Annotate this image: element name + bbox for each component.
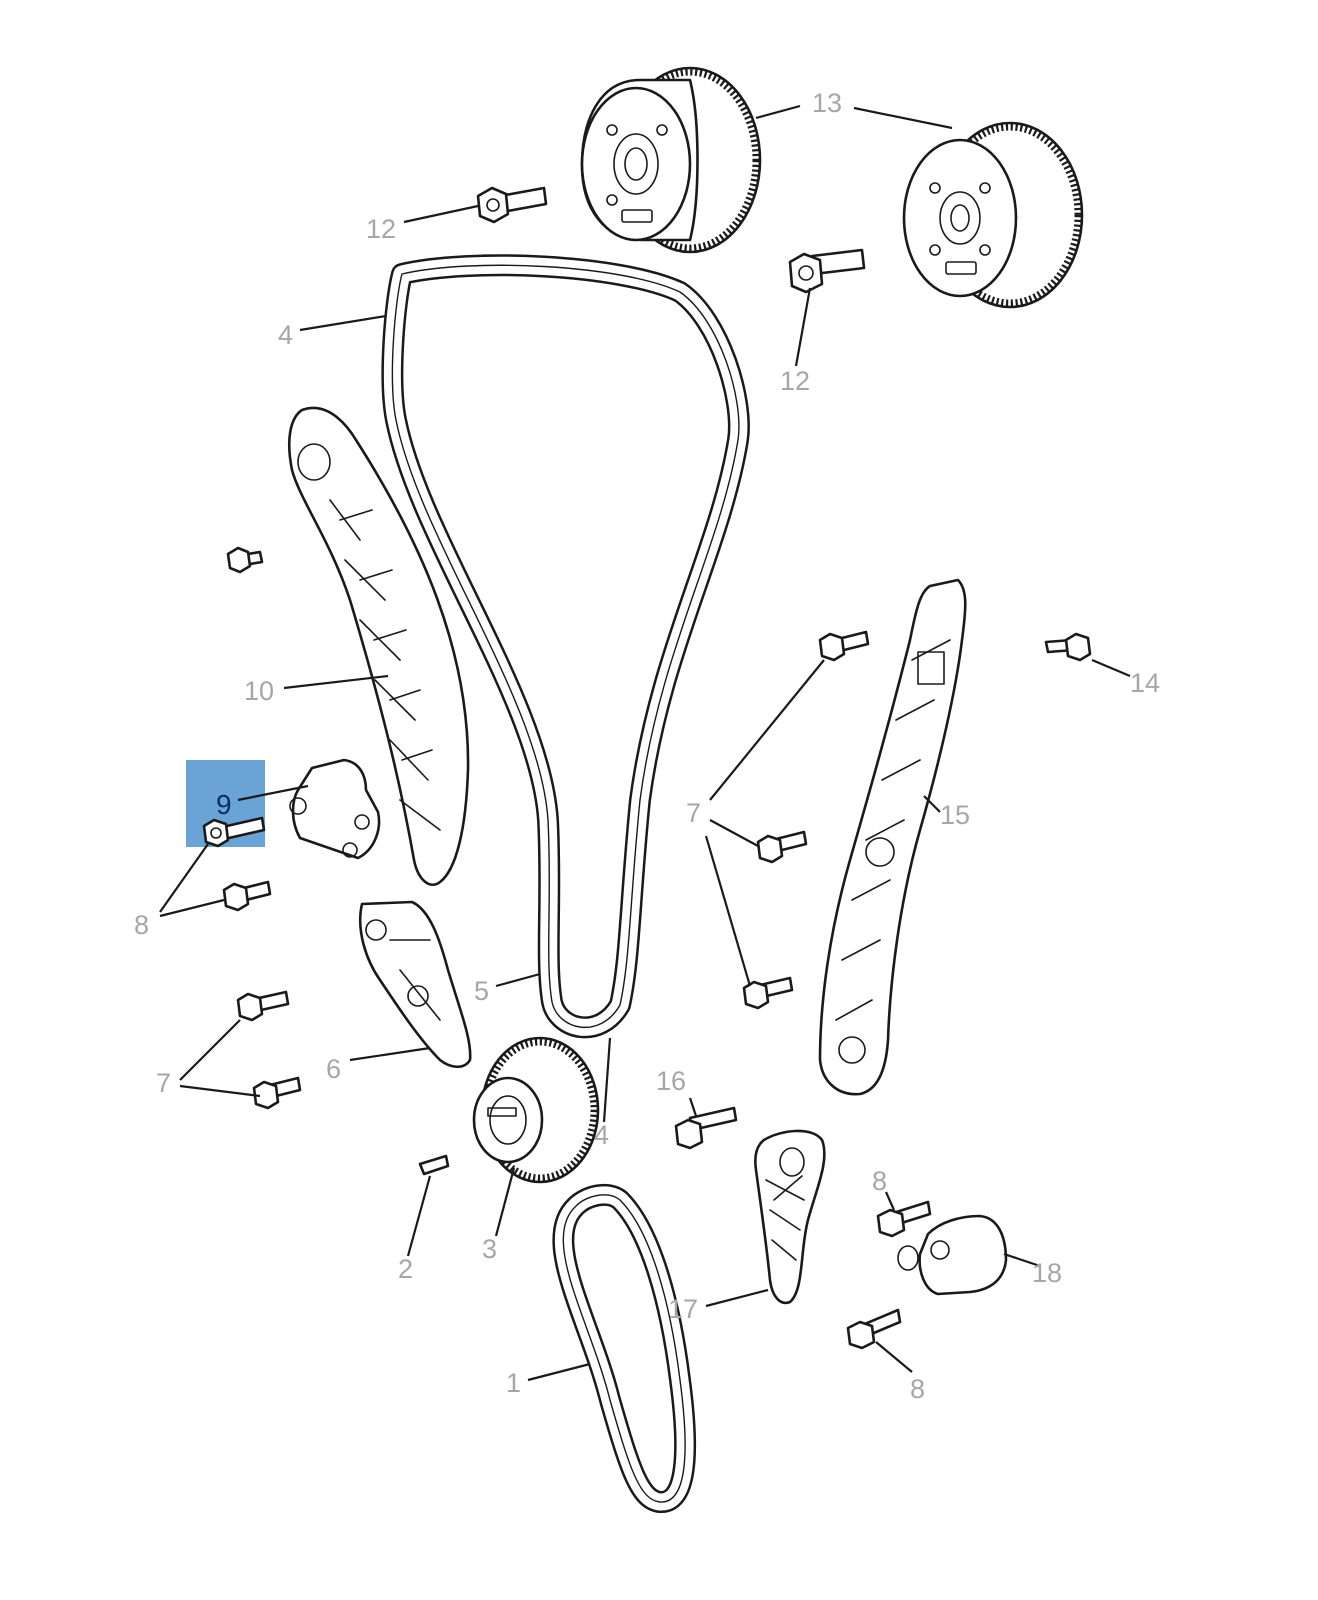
callout-10[interactable]: 10 (244, 676, 274, 706)
callout-3[interactable]: 3 (482, 1234, 497, 1264)
callout-12-lower[interactable]: 12 (780, 366, 810, 396)
bolt-7-middle-right[interactable] (756, 830, 808, 864)
timing-chain[interactable] (381, 254, 750, 1039)
callouts: 1 2 3 4 4 5 6 7 7 8 8 8 9 10 12 12 13 14… (134, 88, 1160, 1404)
cam-phaser-left[interactable] (580, 66, 762, 254)
callout-5[interactable]: 5 (474, 976, 489, 1006)
bolt-8-tensioner-18-lower[interactable] (846, 1308, 902, 1350)
bolt-8-lower-left[interactable] (222, 880, 272, 912)
tensioner-guide-10[interactable] (287, 406, 470, 887)
cam-phaser-right[interactable] (902, 121, 1084, 309)
callout-9-selected[interactable]: 9 (216, 789, 232, 820)
callout-2[interactable]: 2 (398, 1254, 413, 1284)
callout-8-right-lower[interactable]: 8 (910, 1374, 925, 1404)
bolt-16[interactable] (674, 1106, 738, 1150)
bolt-guide-10-upper[interactable] (226, 546, 264, 574)
bolt-14[interactable] (1044, 632, 1092, 662)
callout-12-upper[interactable]: 12 (366, 214, 396, 244)
bolt-7-lower-right[interactable] (742, 976, 794, 1010)
bolt-12-upper[interactable] (476, 186, 548, 224)
bolt-8-tensioner-18-upper[interactable] (876, 1200, 932, 1238)
fixed-guide-15[interactable] (818, 578, 967, 1096)
oil-pump-chain-guide-17[interactable] (753, 1129, 826, 1305)
callout-4-upper[interactable]: 4 (278, 320, 293, 350)
bolt-7-lower-left-a[interactable] (236, 990, 290, 1022)
callout-8-right-upper[interactable]: 8 (872, 1166, 887, 1196)
callout-7-left[interactable]: 7 (156, 1068, 171, 1098)
chain-guide-6[interactable] (358, 900, 472, 1069)
callout-15[interactable]: 15 (940, 800, 970, 830)
bolt-7-upper-right[interactable] (818, 630, 870, 662)
bolt-7-lower-left-b[interactable] (252, 1076, 302, 1110)
oil-pump-chain-1[interactable] (552, 1183, 697, 1513)
callout-7-right[interactable]: 7 (686, 798, 701, 828)
callout-1[interactable]: 1 (506, 1368, 521, 1398)
callout-4-lower[interactable]: 4 (594, 1120, 609, 1150)
oil-pump-chain-tensioner-18[interactable] (897, 1214, 1008, 1296)
bolt-8-tensioner-9[interactable] (202, 816, 266, 848)
callout-8-left[interactable]: 8 (134, 910, 149, 940)
callout-14[interactable]: 14 (1130, 668, 1160, 698)
callout-17[interactable]: 17 (668, 1294, 698, 1324)
bolt-12-lower[interactable] (788, 248, 866, 294)
callout-6[interactable]: 6 (326, 1054, 341, 1084)
callout-16[interactable]: 16 (656, 1066, 686, 1096)
callout-18[interactable]: 18 (1032, 1258, 1062, 1288)
timing-chain-tensioner-9[interactable] (289, 758, 381, 860)
woodruff-key-2[interactable] (418, 1154, 450, 1176)
crankshaft-sprocket-3[interactable] (472, 1036, 600, 1184)
callout-13[interactable]: 13 (812, 88, 842, 118)
leader-lines (159, 104, 1131, 1382)
